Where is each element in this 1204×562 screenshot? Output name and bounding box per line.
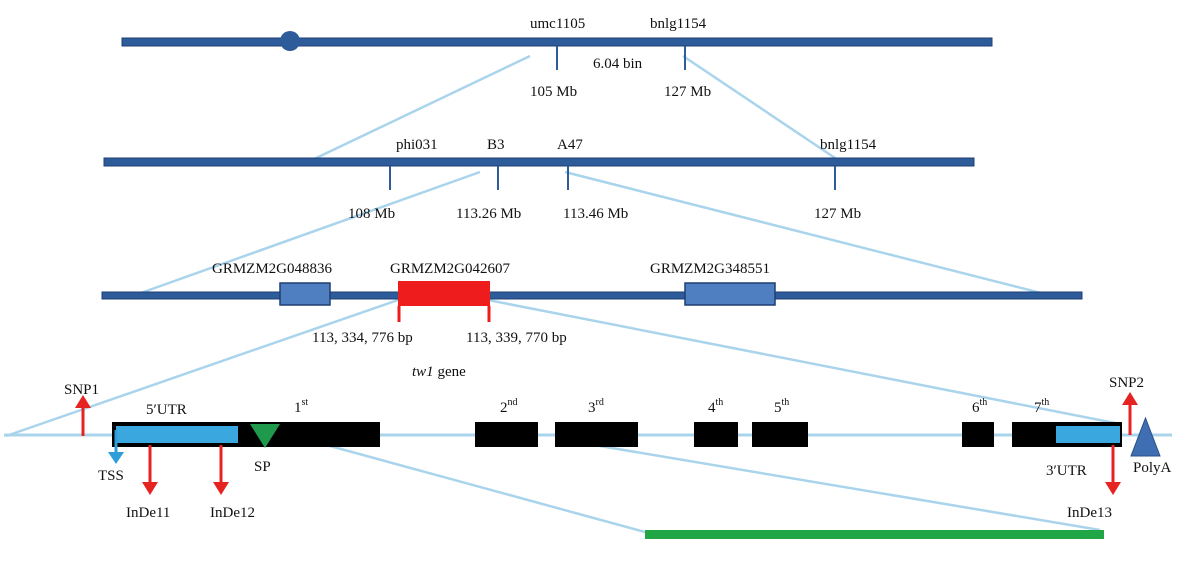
- utr3-label: 3′UTR: [1046, 463, 1087, 479]
- region-bar: [103, 157, 975, 167]
- zoom-line: [137, 170, 481, 296]
- snp1-arrowhead: [75, 395, 91, 408]
- domain-bar: [645, 530, 1104, 539]
- gene-label: GRMZM2G348551: [650, 261, 770, 277]
- zoom-line: [311, 54, 531, 162]
- position-label: 105 Mb: [530, 84, 577, 100]
- snp2-arrowhead: [1122, 392, 1138, 405]
- centromere: [280, 31, 300, 51]
- exon-label-5: 5th: [774, 397, 789, 416]
- position-label: 113.26 Mb: [456, 206, 521, 222]
- position-label: 108 Mb: [348, 206, 395, 222]
- marker-label-phi031: phi031: [396, 137, 438, 153]
- gene-label: GRMZM2G048836: [212, 261, 333, 277]
- zoom-line: [487, 298, 1121, 426]
- region-row: phi031 B3 A47 bnlg1154 108 Mb 113.26 Mb …: [103, 137, 975, 222]
- gene-box-grmzm2g048836: [279, 282, 331, 306]
- exon-label-3: 3rd: [588, 397, 604, 416]
- signal-peptide-marker: [250, 424, 280, 448]
- indel12-label: InDe12: [210, 505, 255, 521]
- zoom-line: [5, 298, 399, 438]
- gene-box-grmzm2g042607: [398, 281, 490, 306]
- gene-region-bar: [101, 291, 1083, 300]
- zoom-line: [682, 54, 839, 162]
- exon-3: [555, 422, 638, 447]
- marker-label-a47: A47: [557, 137, 583, 153]
- zoom-line: [599, 444, 1101, 532]
- snp1-label: SNP1: [64, 382, 99, 398]
- zoom-line: [329, 444, 646, 534]
- exon-label-1: 1st: [294, 397, 308, 416]
- gene-structure-row: SNP1 SNP2 5′UTR 3′UTR TSS SP PolyA InDe1…: [4, 375, 1172, 521]
- exon-4: [694, 422, 738, 447]
- utr5-label: 5′UTR: [146, 402, 187, 418]
- indel11-arrowhead: [142, 482, 158, 495]
- exon-label-4: 4th: [708, 397, 723, 416]
- chromosome-row: umc1105 bnlg1154 6.04 bin 105 Mb 127 Mb: [121, 16, 993, 100]
- exon-label-2: 2nd: [500, 397, 518, 416]
- sp-label: SP: [254, 459, 271, 475]
- position-label: 127 Mb: [664, 84, 711, 100]
- exon-label-7: 7th: [1034, 397, 1049, 416]
- utr3-region: [1056, 426, 1120, 443]
- gene-start-position: 113, 334, 776 bp: [312, 330, 413, 346]
- exon-2: [475, 422, 538, 447]
- tss-arrowhead: [108, 452, 124, 464]
- gene-label-target: GRMZM2G042607: [390, 261, 511, 277]
- chromosome-bar: [121, 37, 993, 47]
- snp2-label: SNP2: [1109, 375, 1144, 391]
- polya-label: PolyA: [1133, 460, 1172, 476]
- bin-label: 6.04 bin: [593, 56, 643, 72]
- position-label: 113.46 Mb: [563, 206, 628, 222]
- gene-row: GRMZM2G048836 GRMZM2G042607 GRMZM2G34855…: [101, 261, 1083, 380]
- utr5-region: [116, 426, 238, 443]
- position-label: 127 Mb: [814, 206, 861, 222]
- indel12-arrowhead: [213, 482, 229, 495]
- marker-label-umc1105: umc1105: [530, 16, 585, 32]
- gene-end-position: 113, 339, 770 bp: [466, 330, 567, 346]
- marker-label-bnlg1154: bnlg1154: [650, 16, 707, 32]
- exon-5: [752, 422, 808, 447]
- indel13-arrowhead: [1105, 482, 1121, 495]
- gene-name-label: tw1 gene: [412, 364, 466, 380]
- zoom-lines: [5, 54, 1121, 534]
- exon-label-6: 6th: [972, 397, 987, 416]
- gene-box-grmzm2g348551: [684, 282, 776, 306]
- indel13-label: InDe13: [1067, 505, 1112, 521]
- indel11-label: InDe11: [126, 505, 170, 521]
- zoom-line: [564, 170, 1046, 296]
- tss-label: TSS: [98, 468, 124, 484]
- marker-label-bnlg1154: bnlg1154: [820, 137, 877, 153]
- polya-marker: [1130, 416, 1161, 457]
- exon-6: [962, 422, 994, 447]
- marker-label-b3: B3: [487, 137, 505, 153]
